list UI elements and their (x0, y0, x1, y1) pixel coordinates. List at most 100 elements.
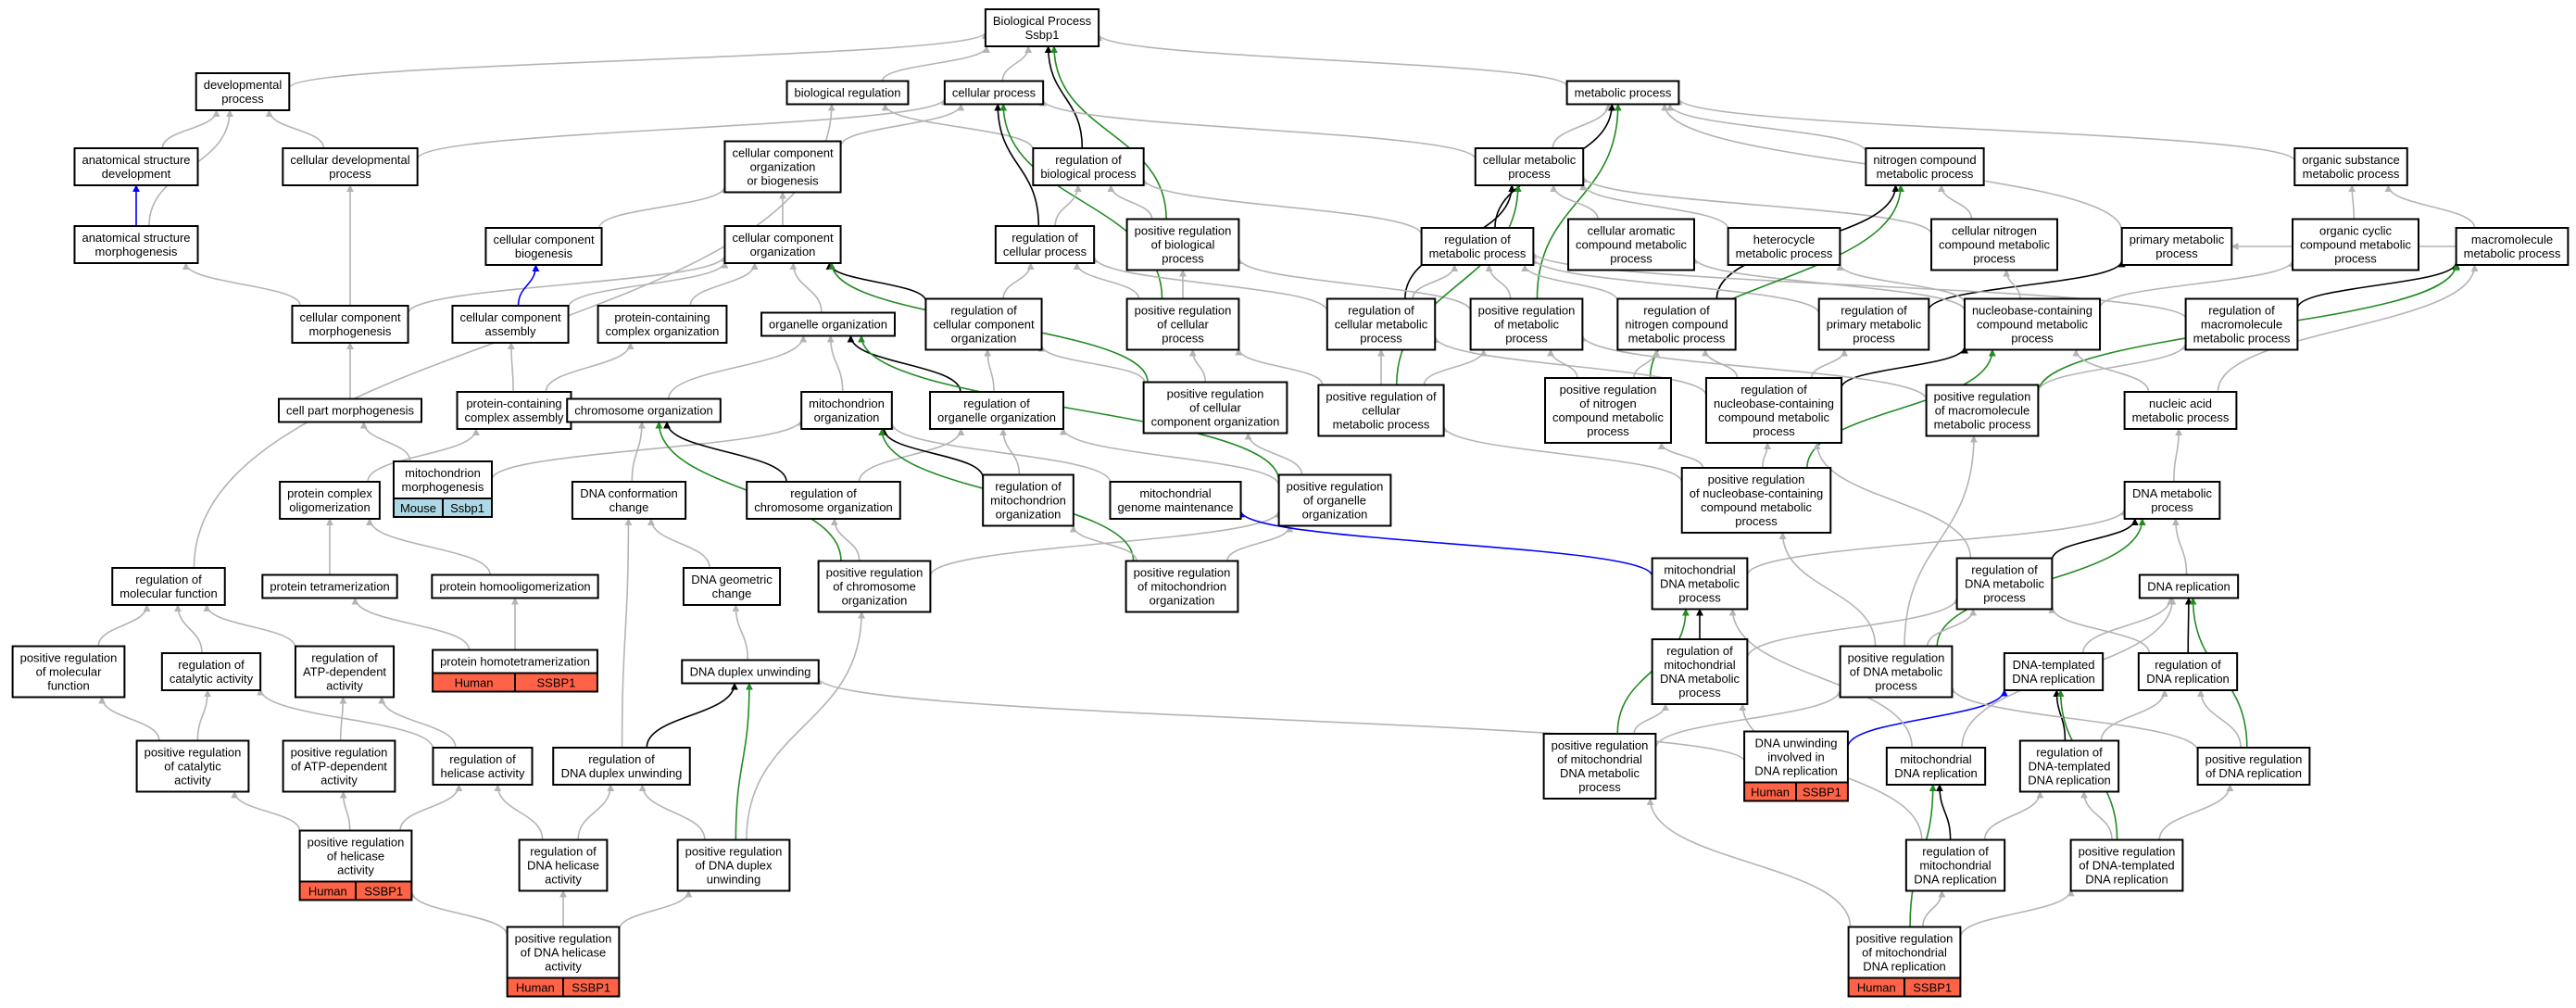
go-term-node[interactable]: positive regulation ofcellularmetabolic … (1317, 384, 1445, 437)
go-term-node[interactable]: protein tetramerization (261, 573, 398, 599)
edge-is-a (1813, 442, 1972, 559)
node-box (298, 829, 413, 883)
go-term-node[interactable]: cellular process (943, 80, 1045, 106)
edge-regulates (2051, 518, 2139, 561)
node-label-line: mitochondrion (990, 494, 1066, 508)
node-label-line: activity (545, 873, 582, 887)
go-term-node[interactable]: regulation ofnucleobase-containingcompou… (1704, 377, 1843, 444)
edge-is-a (577, 784, 615, 840)
go-term-node[interactable]: organelle organization (760, 311, 896, 337)
node-label-line: positive regulation (1560, 383, 1657, 397)
go-term-node[interactable]: DNA replication (2138, 573, 2240, 599)
go-term-node[interactable]: DNA duplex unwinding (681, 659, 820, 685)
go-term-node[interactable]: protein homooligomerization (431, 573, 599, 599)
go-term-node[interactable]: metabolic process (1565, 80, 1680, 106)
node-box (1032, 147, 1145, 186)
go-term-node[interactable]: biological regulation (785, 80, 910, 106)
go-term-node[interactable]: chromosome organization (566, 397, 722, 423)
go-term-node[interactable]: cell part morphogenesis (277, 397, 423, 423)
node-label-line: macromolecule (2201, 318, 2282, 332)
node-label-line: of cellular (1157, 318, 1209, 332)
